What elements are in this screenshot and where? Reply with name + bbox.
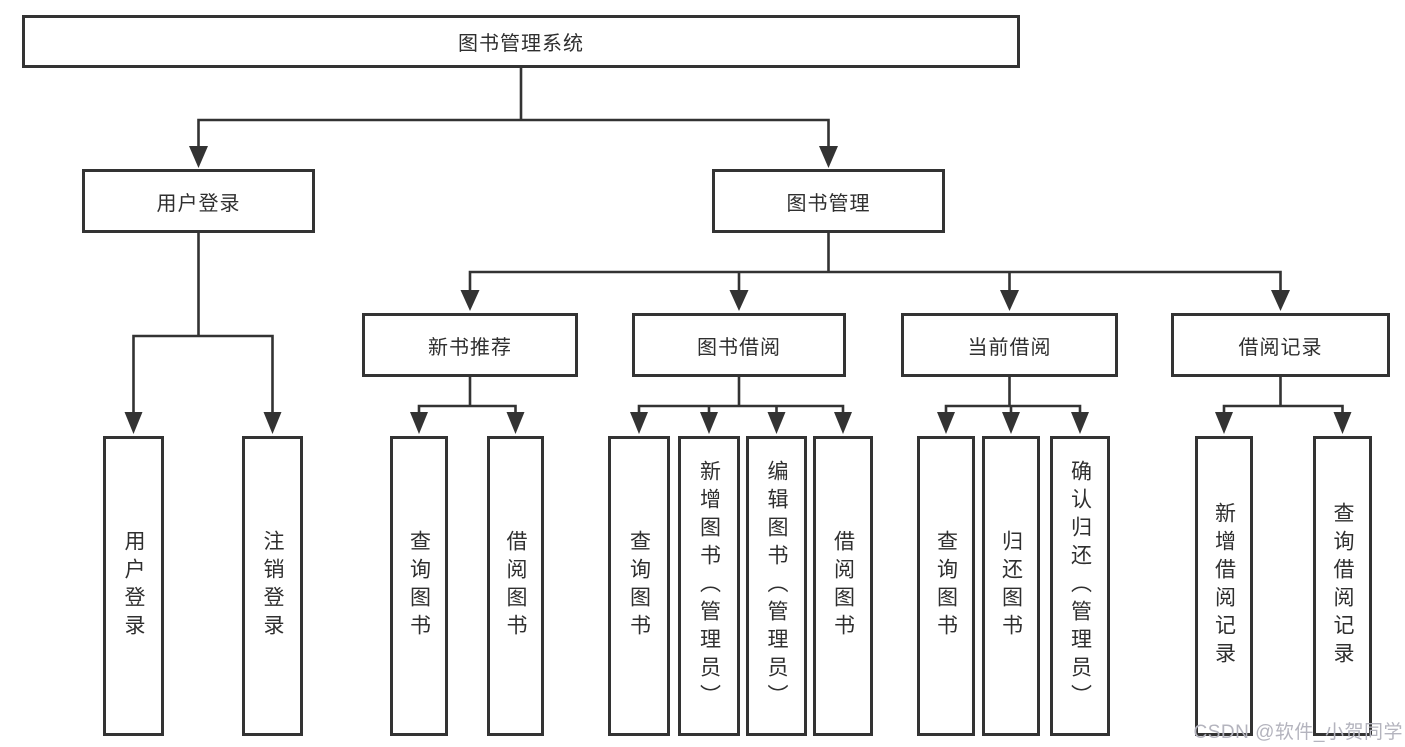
leaf-query-books-recommend: 查询图书 bbox=[390, 436, 448, 736]
leaf-label: 查询图书 bbox=[934, 530, 958, 642]
leaf-label: 用户登录 bbox=[122, 530, 145, 642]
leaf-label: 借阅图书 bbox=[504, 530, 527, 642]
node-label: 当前借阅 bbox=[967, 336, 1052, 359]
leaf-add-book-admin: 新增图书（管理员） bbox=[678, 436, 740, 736]
leaf-label: 新增图书（管理员） bbox=[697, 460, 721, 712]
node-new-book-recommend: 新书推荐 bbox=[362, 313, 578, 377]
leaf-label: 编辑图书（管理员） bbox=[765, 460, 788, 712]
leaf-label: 查询借阅记录 bbox=[1331, 502, 1354, 670]
leaf-user-login: 用户登录 bbox=[103, 436, 164, 736]
node-book-borrowing: 图书借阅 bbox=[632, 313, 846, 377]
leaf-add-borrow-record: 新增借阅记录 bbox=[1195, 436, 1253, 736]
node-label: 图书借阅 bbox=[697, 336, 781, 359]
node-library-management-system: 图书管理系统 bbox=[22, 15, 1020, 68]
node-label: 图书管理 bbox=[786, 192, 871, 215]
node-label: 图书管理系统 bbox=[458, 33, 584, 55]
leaf-query-books-current: 查询图书 bbox=[917, 436, 975, 736]
csdn-watermark: CSDN @软件_小贺同学 bbox=[1193, 722, 1403, 743]
leaf-label: 新增借阅记录 bbox=[1212, 502, 1236, 670]
leaf-query-borrow-record: 查询借阅记录 bbox=[1313, 436, 1372, 736]
node-user-login: 用户登录 bbox=[82, 169, 315, 233]
leaf-confirm-return-admin: 确认归还（管理员） bbox=[1050, 436, 1110, 736]
leaf-label: 查询图书 bbox=[627, 530, 651, 642]
leaf-label: 归还图书 bbox=[999, 530, 1023, 642]
node-label: 借阅记录 bbox=[1238, 336, 1323, 359]
node-book-management: 图书管理 bbox=[712, 169, 945, 233]
leaf-label: 查询图书 bbox=[407, 530, 431, 642]
leaf-query-books-borrowing: 查询图书 bbox=[608, 436, 670, 736]
leaf-logout: 注销登录 bbox=[242, 436, 303, 736]
leaf-borrow-books-borrowing: 借阅图书 bbox=[813, 436, 873, 736]
node-current-borrowing: 当前借阅 bbox=[901, 313, 1118, 377]
node-label: 用户登录 bbox=[156, 192, 241, 215]
leaf-label: 确认归还（管理员） bbox=[1068, 460, 1092, 712]
leaf-edit-book-admin: 编辑图书（管理员） bbox=[746, 436, 807, 736]
node-borrowing-records: 借阅记录 bbox=[1171, 313, 1390, 377]
node-label: 新书推荐 bbox=[428, 336, 512, 359]
leaf-label: 注销登录 bbox=[261, 530, 284, 642]
leaf-label: 借阅图书 bbox=[831, 530, 855, 642]
leaf-return-books: 归还图书 bbox=[982, 436, 1040, 736]
leaf-borrow-books-recommend: 借阅图书 bbox=[487, 436, 544, 736]
